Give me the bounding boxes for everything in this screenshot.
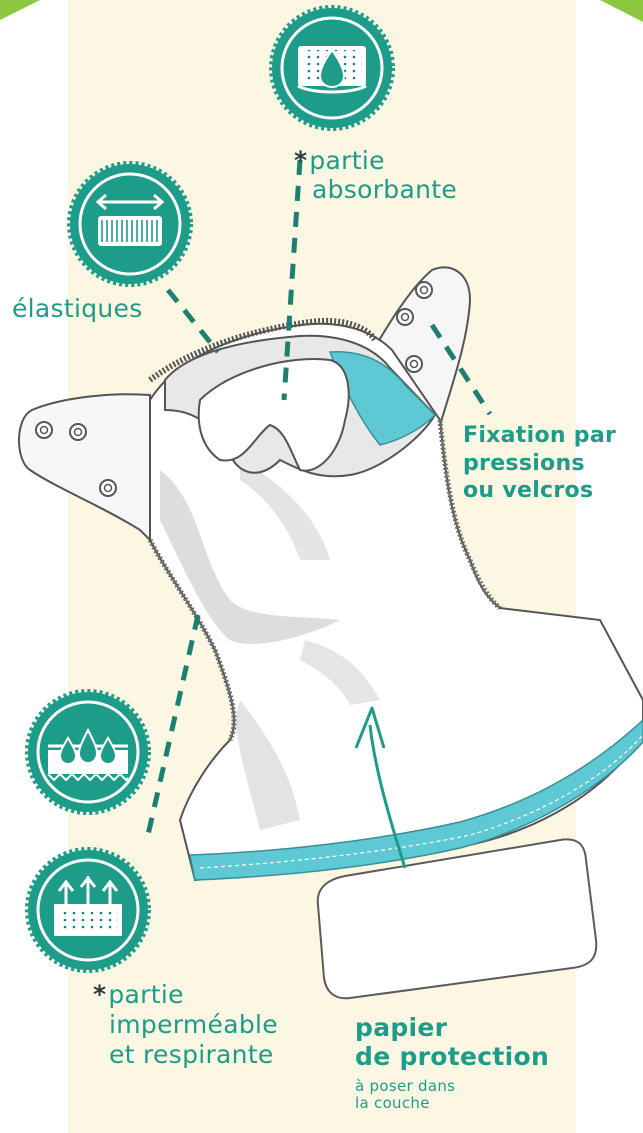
fastening-label-line2: pressions xyxy=(463,451,585,476)
snap-button-icon xyxy=(70,424,86,440)
waterproof-label-line3: et respirante xyxy=(93,1040,274,1069)
breathable-layer-icon xyxy=(54,878,122,936)
absorbent-label-line2: absorbante xyxy=(294,175,457,204)
fastening-label-line3: ou velcros xyxy=(463,478,593,503)
liner-note-line1: à poser dans xyxy=(355,1078,549,1095)
elastic-stretch-icon xyxy=(98,195,162,246)
absorbent-label: *partie absorbante xyxy=(294,147,457,205)
snap-button-icon xyxy=(397,309,413,325)
absorbent-layer-drop-icon xyxy=(298,46,366,92)
elastics-label: élastiques xyxy=(12,295,143,324)
absorbent-label-line1: partie xyxy=(309,146,384,175)
liner-note-line2: la couche xyxy=(355,1095,549,1112)
waterproof-asterisk: * xyxy=(93,980,106,1009)
fastening-label: Fixation par pressions ou velcros xyxy=(463,422,616,505)
snap-button-icon xyxy=(36,422,52,438)
liner-label-line2: de protection xyxy=(355,1043,549,1072)
elastics-label-text: élastiques xyxy=(12,294,143,323)
snap-button-icon xyxy=(100,480,116,496)
waterproof-label: *partie imperméable et respirante xyxy=(93,980,278,1070)
fastening-label-line1: Fixation par xyxy=(463,423,616,448)
breathable-badge xyxy=(28,850,148,970)
waterproof-label-line2: imperméable xyxy=(93,1010,278,1039)
waterproof-badge xyxy=(28,692,148,812)
snap-button-icon xyxy=(406,356,422,372)
absorbent-asterisk: * xyxy=(294,146,307,175)
elastic-badge xyxy=(70,164,190,284)
waterproof-label-line1: partie xyxy=(108,980,183,1009)
absorbent-badge xyxy=(272,8,392,128)
liner-label-line1: papier xyxy=(355,1014,549,1043)
liner-label: papier de protection à poser dans la cou… xyxy=(355,1014,549,1112)
snap-button-icon xyxy=(416,282,432,298)
